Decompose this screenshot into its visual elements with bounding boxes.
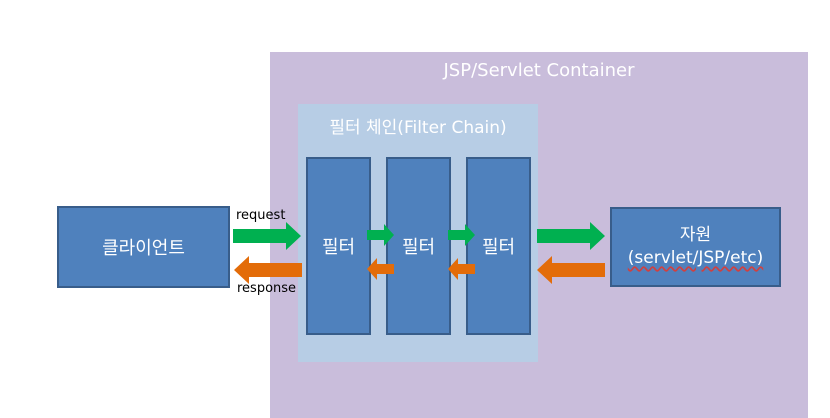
resource-box: 자원 (servlet/JSP/etc) [610, 207, 781, 287]
request-arrow-filter1-to-filter2 [367, 224, 394, 246]
filter-label-3: 필터 [481, 237, 516, 258]
request-label: request [236, 208, 286, 223]
response-arrow-filter2-to-filter1 [367, 258, 394, 280]
request-arrow-filter3-to-resource [537, 222, 605, 250]
filter-box-3: 필터 [466, 157, 531, 335]
response-arrow-filter1-to-client [234, 256, 302, 284]
request-arrow-filter2-to-filter3 [448, 224, 475, 246]
resource-sublabel: (servlet/JSP/etc) [627, 248, 764, 268]
filter-box-1: 필터 [306, 157, 371, 335]
response-label: response [237, 281, 297, 296]
filter-label-1: 필터 [321, 237, 356, 258]
resource-label: 자원 [679, 225, 712, 246]
request-arrow-client-to-filter1 [233, 222, 301, 250]
container-title: JSP/Servlet Container [443, 60, 635, 81]
client-box: 클라이언트 [57, 206, 230, 288]
filter-label-2: 필터 [401, 237, 436, 258]
filter-box-2: 필터 [386, 157, 451, 335]
response-arrow-filter3-to-filter2 [448, 258, 475, 280]
client-label: 클라이언트 [102, 238, 185, 259]
response-arrow-resource-to-filter3 [537, 256, 605, 284]
filter-chain-title: 필터 체인(Filter Chain) [329, 118, 507, 138]
